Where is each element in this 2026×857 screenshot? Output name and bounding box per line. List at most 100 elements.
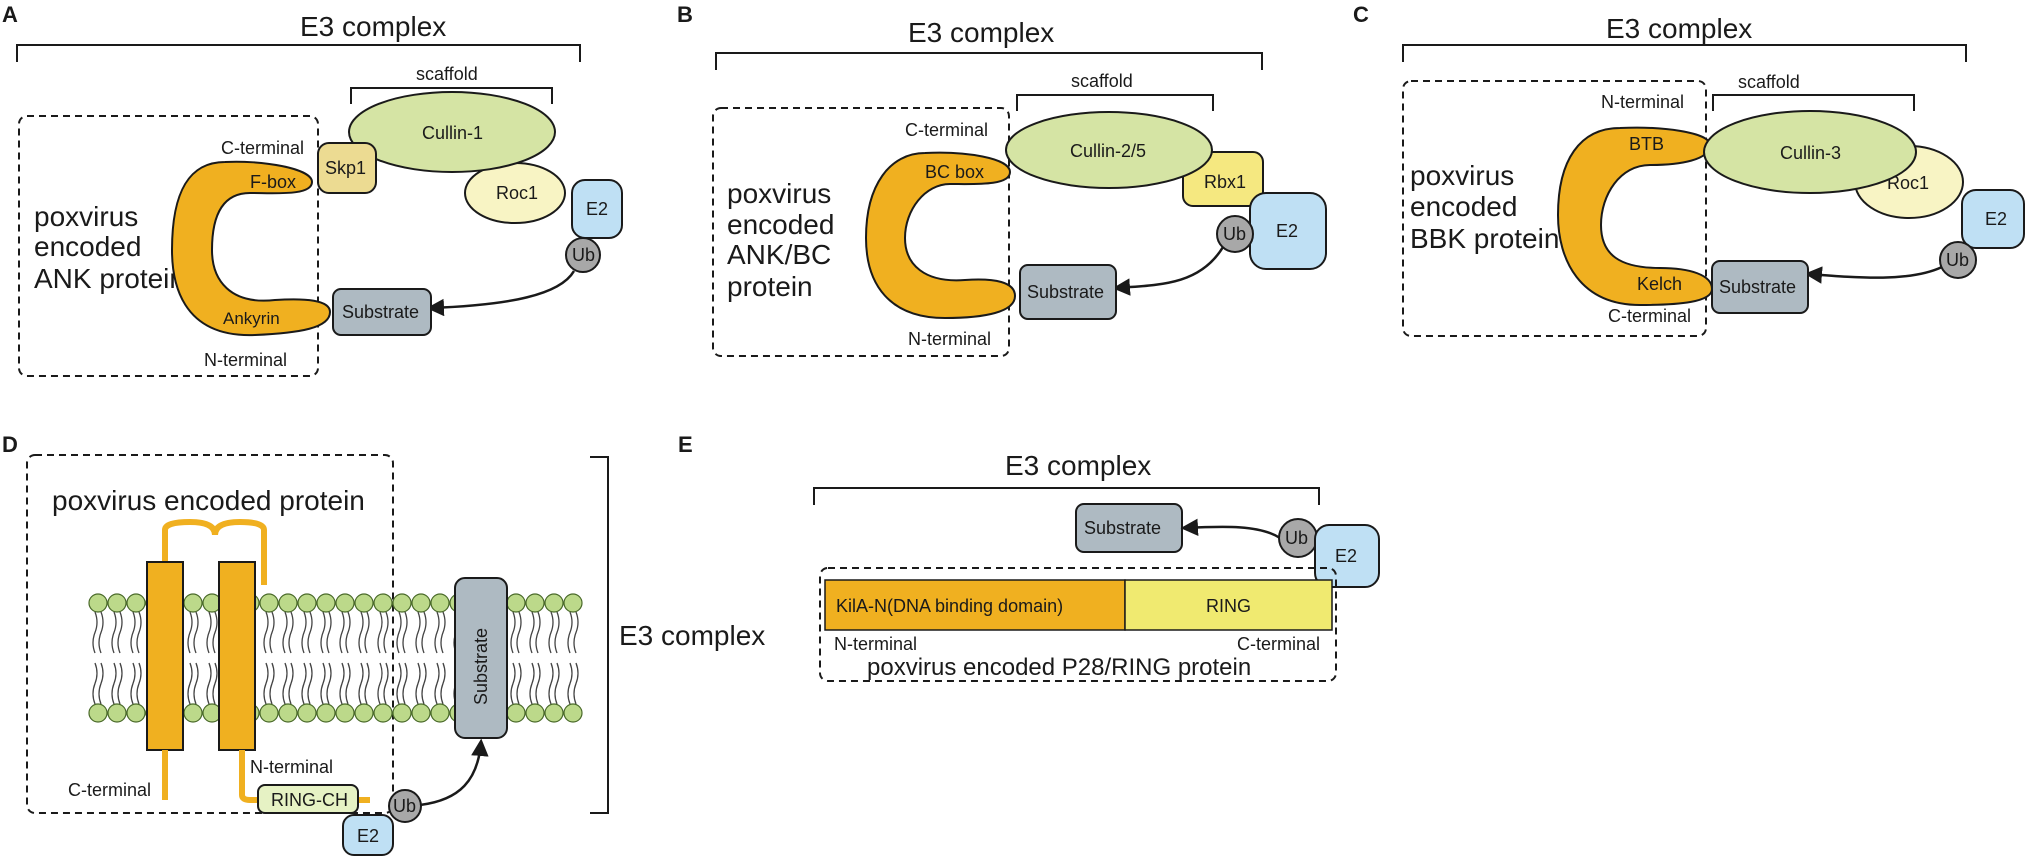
lipid-head <box>183 593 203 613</box>
fbox-label: F-box <box>250 172 296 192</box>
lipid-tail <box>212 662 218 705</box>
protein-box-b <box>712 107 1010 357</box>
substrate-shape-a <box>332 288 432 336</box>
lipid-head <box>506 593 526 613</box>
lipid-tail <box>339 662 345 705</box>
lipid-head <box>563 593 583 613</box>
e2-label-a: E2 <box>586 199 608 219</box>
roc1-label-c: Roc1 <box>1887 173 1929 193</box>
substrate-label-d: Substrate <box>471 628 491 705</box>
ub-shape-c <box>1939 241 1977 279</box>
lipid-tail <box>573 611 579 654</box>
ub-label-a: Ub <box>572 245 595 265</box>
scaffold-bracket-a <box>350 87 553 104</box>
lipid-tail <box>206 662 212 705</box>
lipid-head <box>544 703 564 723</box>
lipid-tail <box>212 611 218 654</box>
lipid-tail <box>326 611 332 654</box>
substrate-shape-b <box>1019 264 1117 320</box>
protein-name-e: poxvirus encoded P28/RING protein <box>867 654 1251 681</box>
scaffold-label-a: scaffold <box>416 64 478 84</box>
lipid-tail <box>434 662 440 705</box>
e2-label-c: E2 <box>1985 209 2007 229</box>
lipid-tail <box>440 662 446 705</box>
lipid-tail <box>339 611 345 654</box>
lipid-tail <box>415 611 421 654</box>
lipid-tail <box>263 611 269 654</box>
e3-complex-bracket-b <box>715 52 1263 70</box>
lipid-tail <box>307 611 313 654</box>
lipid-tail <box>98 662 104 705</box>
lipid-tail <box>358 662 364 705</box>
lipid-head <box>392 593 412 613</box>
lipid-tail <box>307 662 313 705</box>
lipid-head <box>107 593 127 613</box>
lipid-head <box>373 593 393 613</box>
cullin3-label: Cullin-3 <box>1780 143 1841 163</box>
lipid-tail <box>377 611 383 654</box>
lipid-head <box>107 703 127 723</box>
n-terminal-label-e: N-terminal <box>834 634 917 654</box>
kelch-label: Kelch <box>1637 274 1682 294</box>
lipid-head <box>278 703 298 723</box>
ub-transfer-arrow-b <box>1112 246 1225 296</box>
lipid-tail <box>554 611 560 654</box>
lipid-head <box>373 703 393 723</box>
ub-label-b: Ub <box>1223 224 1246 244</box>
lipid-head <box>88 593 108 613</box>
lipid-tail <box>421 611 427 654</box>
ub-transfer-arrow-a <box>426 270 576 317</box>
protein-name-b-1: poxvirus <box>727 178 831 209</box>
lipid-tail <box>567 662 573 705</box>
lipid-head <box>544 593 564 613</box>
ankyrin-label: Ankyrin <box>223 309 280 328</box>
substrate-label-e: Substrate <box>1084 518 1161 538</box>
lipid-tail <box>535 662 541 705</box>
panel-d-title: poxvirus encoded protein <box>52 485 365 516</box>
ub-transfer-arrow-d <box>419 738 489 807</box>
lipid-head <box>411 703 431 723</box>
lipid-tail <box>301 611 307 654</box>
substrate-label-b: Substrate <box>1027 282 1104 302</box>
ub-shape-a <box>565 237 601 273</box>
lipid-head <box>316 703 336 723</box>
e3-complex-label-d: E3 complex <box>619 620 765 651</box>
protein-name-c-3: BBK protein <box>1410 223 1559 254</box>
protein-box-e <box>819 567 1337 682</box>
panel-a: A E3 complex scaffold C-terminal N-termi… <box>2 2 623 377</box>
lipid-tail <box>288 662 294 705</box>
lipid-tail <box>111 611 117 654</box>
scaffold-label-c: scaffold <box>1738 72 1800 92</box>
lipid-tail <box>415 662 421 705</box>
lipid-tail <box>282 611 288 654</box>
lipid-tail <box>320 611 326 654</box>
lipid-head <box>430 703 450 723</box>
e2-shape-c <box>1961 189 2025 249</box>
e2-label-d: E2 <box>357 826 379 846</box>
c-terminal-label-c: C-terminal <box>1608 306 1691 326</box>
lipid-tail <box>383 662 389 705</box>
panel-letter-b: B <box>677 2 693 27</box>
lipid-tail <box>320 662 326 705</box>
lipid-head <box>411 593 431 613</box>
scaffold-bracket-c <box>1712 94 1915 111</box>
lipid-tail <box>548 662 554 705</box>
n-terminal-label-a: N-terminal <box>204 350 287 370</box>
transmembrane-helix-1 <box>146 561 184 751</box>
e3-complex-label-e: E3 complex <box>1005 450 1151 481</box>
e3-complex-bracket-d <box>590 456 609 814</box>
n-terminal-tail <box>239 750 370 803</box>
e3-complex-bracket-a <box>16 44 581 62</box>
c-terminal-label-e: C-terminal <box>1237 634 1320 654</box>
lipid-tail <box>510 611 516 654</box>
lipid-head <box>259 593 279 613</box>
lipid-head <box>354 593 374 613</box>
lipid-tail <box>98 611 104 654</box>
lipid-head <box>525 593 545 613</box>
ub-label-d: Ub <box>393 796 416 816</box>
protein-name-b-3: ANK/BC <box>727 239 831 270</box>
lipid-head <box>506 703 526 723</box>
lipid-head <box>126 593 146 613</box>
transmembrane-helix-2 <box>218 561 256 751</box>
lipid-head <box>525 703 545 723</box>
